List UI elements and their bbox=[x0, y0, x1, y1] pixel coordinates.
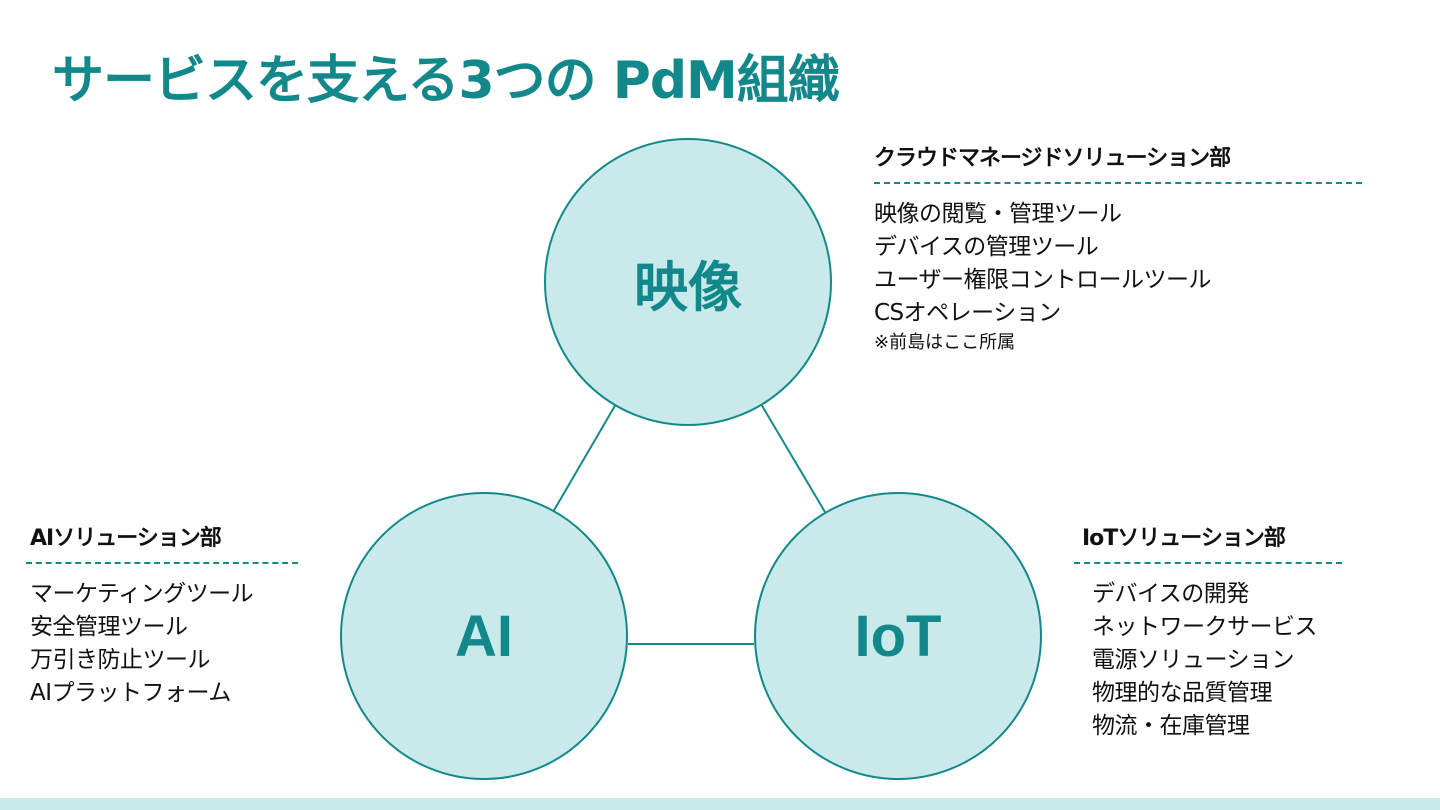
list-item: 映像の閲覧・管理ツール bbox=[874, 201, 1122, 227]
list-item: デバイスの管理ツール bbox=[874, 234, 1099, 260]
list-item: ネットワークサービス bbox=[1092, 614, 1318, 640]
dept-iot-list: デバイスの開発 ネットワークサービス 電源ソリューション 物理的な品質管理 物流… bbox=[1092, 578, 1342, 743]
list-item: 電源ソリューション bbox=[1092, 647, 1295, 673]
dept-ai-divider bbox=[26, 562, 298, 564]
dept-cloud-note: ※前島はここ所属 bbox=[874, 332, 1016, 353]
list-item: 安全管理ツール bbox=[30, 614, 188, 640]
list-item: デバイスの開発 bbox=[1092, 581, 1249, 607]
dept-iot-title: IoTソリューション部 bbox=[1082, 526, 1286, 551]
node-ai: AI bbox=[340, 492, 628, 780]
dept-ai-title: AIソリューション部 bbox=[30, 526, 222, 551]
node-video: 映像 bbox=[544, 138, 832, 426]
node-ai-label: AI bbox=[455, 603, 513, 669]
list-item: CSオペレーション bbox=[874, 300, 1061, 326]
dept-cloud-managed-solution: クラウドマネージドソリューション部 映像の閲覧・管理ツール デバイスの管理ツール… bbox=[874, 140, 1362, 356]
slide-title: サービスを支える3つの PdM組織 bbox=[52, 51, 840, 111]
connector-video-ai bbox=[552, 403, 617, 513]
list-item: ユーザー権限コントロールツール bbox=[874, 267, 1212, 293]
dept-cloud-list: 映像の閲覧・管理ツール デバイスの管理ツール ユーザー権限コントロールツール C… bbox=[874, 198, 1362, 356]
dept-ai-solution: AIソリューション部 マーケティングツール 安全管理ツール 万引き防止ツール A… bbox=[26, 520, 298, 710]
list-item: 物理的な品質管理 bbox=[1092, 680, 1273, 706]
dept-iot-solution: IoTソリューション部 デバイスの開発 ネットワークサービス 電源ソリューション… bbox=[1074, 520, 1342, 743]
node-iot-label: IoT bbox=[854, 603, 942, 669]
footer-bar bbox=[0, 798, 1440, 810]
list-item: AIプラットフォーム bbox=[30, 680, 231, 706]
list-item: 万引き防止ツール bbox=[30, 647, 211, 673]
dept-iot-divider bbox=[1074, 562, 1342, 564]
node-video-label: 映像 bbox=[634, 255, 742, 319]
list-item: マーケティングツール bbox=[30, 581, 254, 607]
dept-cloud-divider bbox=[874, 182, 1362, 184]
node-iot: IoT bbox=[754, 492, 1042, 780]
connector-video-iot bbox=[760, 403, 826, 513]
dept-ai-list: マーケティングツール 安全管理ツール 万引き防止ツール AIプラットフォーム bbox=[30, 578, 298, 710]
list-item: 物流・在庫管理 bbox=[1092, 713, 1250, 739]
dept-cloud-title: クラウドマネージドソリューション部 bbox=[874, 146, 1231, 171]
